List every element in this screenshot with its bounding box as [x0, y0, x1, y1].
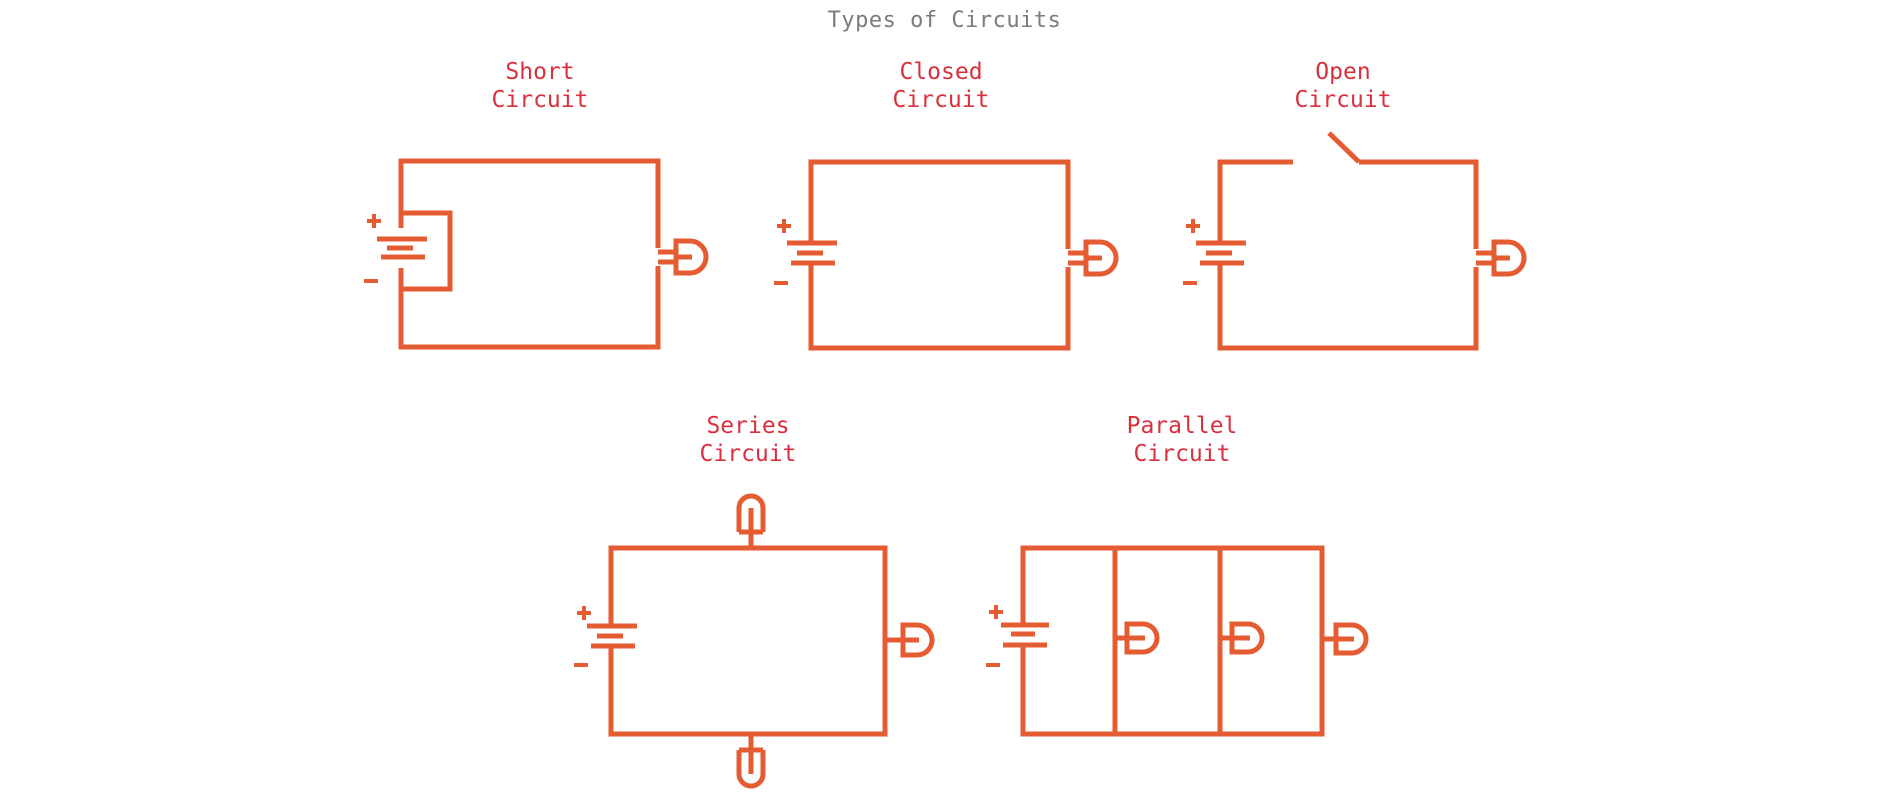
bulb-icon: [1068, 239, 1119, 277]
bulb-icon: [736, 493, 766, 548]
battery-icon: [986, 605, 1049, 667]
battery-icon: [1183, 219, 1246, 285]
open-switch-icon: [1327, 131, 1361, 164]
series-circuit-label: Series Circuit: [648, 412, 848, 468]
series-circuit: [574, 493, 935, 789]
closed-circuit: [774, 159, 1119, 351]
short-loop-wire: [401, 210, 453, 292]
series-circuit-wire: [608, 545, 888, 737]
battery-icon: [574, 606, 637, 667]
open-circuit: [1183, 131, 1527, 351]
label-line: Circuit: [1294, 87, 1392, 113]
battery-icon: [774, 219, 837, 285]
label-line: Circuit: [892, 87, 990, 113]
short-circuit-label: Short Circuit: [440, 58, 640, 114]
bulb-icon: [885, 622, 935, 658]
bulb-icon: [1220, 621, 1265, 655]
closed-circuit-label: Closed Circuit: [841, 58, 1041, 114]
closed-circuit-wire: [808, 159, 1071, 351]
label-line: Circuit: [491, 87, 589, 113]
bulb-icon: [1476, 239, 1527, 277]
open-circuit-wire: [1217, 159, 1479, 351]
battery-icon: [364, 214, 427, 283]
parallel-circuit: [986, 545, 1369, 737]
label-line: Open: [1315, 59, 1371, 85]
bulb-icon: [658, 238, 709, 276]
label-line: Circuit: [699, 441, 797, 467]
label-line: Parallel: [1126, 413, 1238, 439]
label-line: Circuit: [1133, 441, 1231, 467]
label-line: Closed: [899, 59, 983, 85]
label-line: Series: [706, 413, 790, 439]
short-circuit: [364, 158, 709, 350]
bulb-icon: [1322, 622, 1369, 656]
open-circuit-label: Open Circuit: [1243, 58, 1443, 114]
label-line: Short: [505, 59, 575, 85]
short-circuit-wire: [398, 158, 661, 350]
diagram-title: Types of Circuits: [827, 8, 1062, 33]
parallel-circuit-label: Parallel Circuit: [1082, 412, 1282, 468]
bulb-icon: [1115, 621, 1160, 655]
bulb-icon: [736, 734, 766, 789]
parallel-circuit-wire: [1020, 545, 1325, 737]
